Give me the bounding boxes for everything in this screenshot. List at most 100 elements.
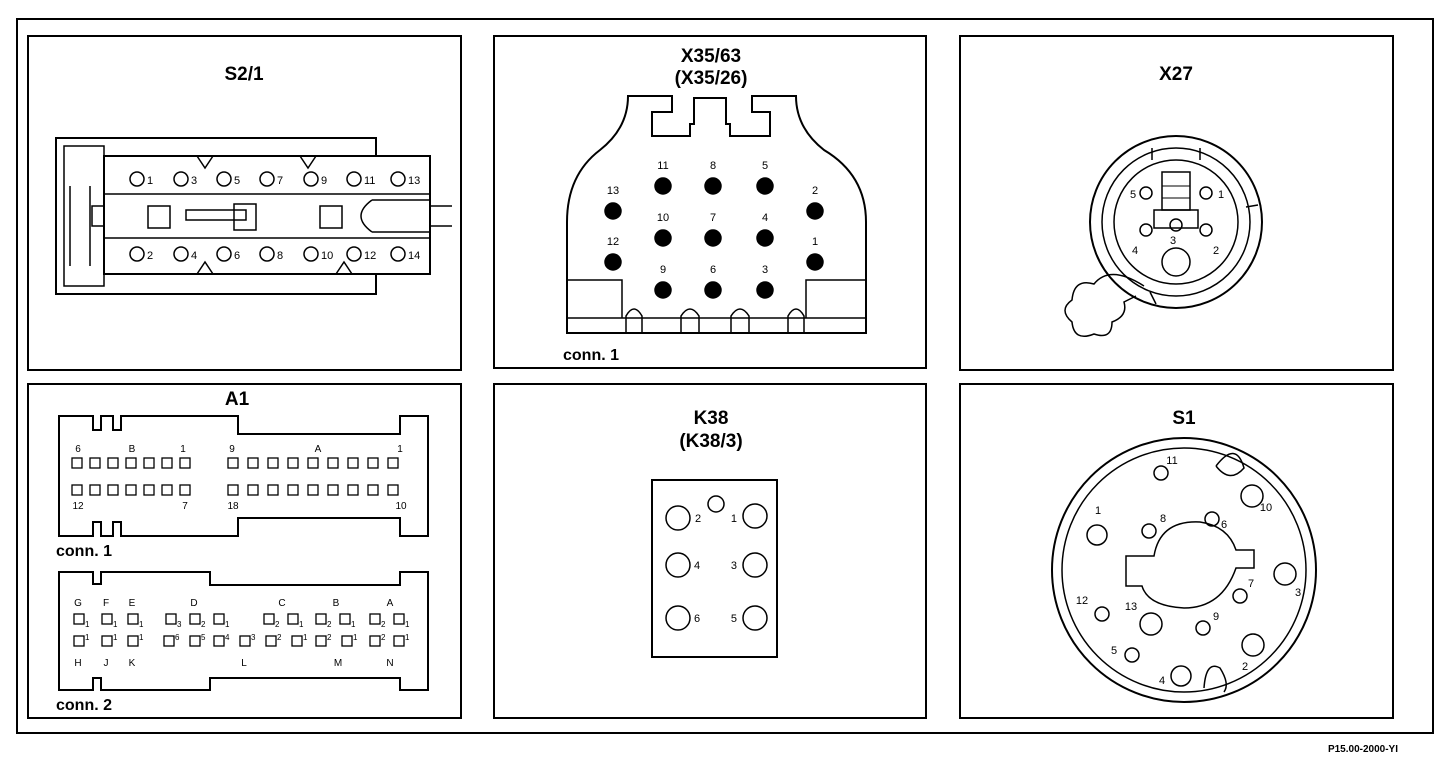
panel-frame xyxy=(27,35,462,371)
pin-hole xyxy=(173,246,189,262)
round-connector-body xyxy=(1064,135,1263,337)
pin-socket xyxy=(267,457,279,469)
pin-socket xyxy=(161,457,173,469)
row-letter: B xyxy=(333,598,340,609)
pin-label: 12 xyxy=(607,236,619,248)
pin-label: 1 xyxy=(731,513,737,525)
pin-socket xyxy=(291,635,303,647)
pin-sub-label: 1 xyxy=(405,633,410,642)
panel-title: A1 xyxy=(225,389,250,410)
pin-label: 3 xyxy=(762,264,768,276)
pin-socket xyxy=(307,457,319,469)
pin-socket xyxy=(189,635,201,647)
pin-label: 4 xyxy=(762,212,768,224)
pin-hole xyxy=(1139,186,1153,200)
pin-socket xyxy=(247,484,259,496)
pin-label: 10 xyxy=(321,250,333,262)
relay-pin xyxy=(742,605,768,631)
pin-label: 2 xyxy=(147,250,153,262)
row-letter: G xyxy=(74,598,82,609)
pin-contact xyxy=(1170,665,1192,687)
pin-sub-label: 2 xyxy=(327,633,332,642)
pin-socket xyxy=(127,635,139,647)
pin-label: 3 xyxy=(191,175,197,187)
pin-socket xyxy=(367,484,379,496)
pin-hole xyxy=(303,246,319,262)
panel-frame xyxy=(493,35,927,369)
pin-socket xyxy=(347,484,359,496)
pin-socket xyxy=(315,613,327,625)
conn1-label: A xyxy=(315,444,322,455)
pin-socket xyxy=(327,484,339,496)
a1-conn2-outline xyxy=(58,571,429,691)
pin-label: 2 xyxy=(695,513,701,525)
pin-hole xyxy=(129,246,145,262)
pin-sub-label: 2 xyxy=(381,633,386,642)
pin-contact xyxy=(1273,562,1297,586)
pin-socket xyxy=(165,613,177,625)
pin-contact xyxy=(806,202,824,220)
pin-label: 11 xyxy=(1166,455,1177,467)
pin-sub-label: 1 xyxy=(113,620,118,629)
pin-contact xyxy=(654,229,672,247)
pin-hole xyxy=(390,171,406,187)
pin-socket xyxy=(89,484,101,496)
pin-label: 1 xyxy=(147,175,153,187)
pin-socket xyxy=(71,484,83,496)
pin-contact xyxy=(806,253,824,271)
pin-contact xyxy=(756,281,774,299)
pin-socket xyxy=(263,613,275,625)
pin-label: 7 xyxy=(277,175,283,187)
pin-hole xyxy=(346,246,362,262)
pin-label: 1 xyxy=(1095,505,1101,517)
conn1-label: 18 xyxy=(227,501,239,512)
conn-caption: conn. 1 xyxy=(563,347,619,364)
panel-frame xyxy=(959,383,1394,719)
row-letter: J xyxy=(104,658,109,669)
pin-label: 10 xyxy=(657,212,669,224)
pin-socket xyxy=(179,484,191,496)
pin-sub-label: 1 xyxy=(299,620,304,629)
pin-sub-label: 1 xyxy=(113,633,118,642)
pin-label: 8 xyxy=(277,250,283,262)
connector-outline xyxy=(566,95,867,334)
pin-label: 4 xyxy=(1159,675,1165,687)
pin-hole xyxy=(129,171,145,187)
pin-contact xyxy=(1195,620,1211,636)
pin-socket xyxy=(107,457,119,469)
pin-socket xyxy=(347,457,359,469)
figure-reference: P15.00-2000-YI xyxy=(1328,744,1398,755)
relay-pin xyxy=(742,552,768,578)
pin-socket xyxy=(179,457,191,469)
pin-socket xyxy=(287,613,299,625)
relay-pin xyxy=(742,503,768,529)
pin-label: 9 xyxy=(1213,611,1219,623)
pin-sub-label: 5 xyxy=(201,633,206,642)
pin-socket xyxy=(73,635,85,647)
pin-sub-label: 1 xyxy=(405,620,410,629)
pin-label: 3 xyxy=(731,560,737,572)
relay-base xyxy=(651,479,778,658)
pin-label: 2 xyxy=(1213,245,1219,257)
pin-label: 7 xyxy=(710,212,716,224)
relay-pin xyxy=(665,505,691,531)
pin-socket xyxy=(143,457,155,469)
pin-hole xyxy=(303,171,319,187)
panel-title: S1 xyxy=(1172,408,1196,429)
panel-subtitle: (X35/26) xyxy=(675,68,748,89)
pin-hole xyxy=(259,171,275,187)
panel-frame xyxy=(959,35,1394,371)
conn1-label: 9 xyxy=(229,444,235,455)
pin-label: 3 xyxy=(1170,235,1176,247)
pin-socket xyxy=(127,613,139,625)
pin-label: 6 xyxy=(710,264,716,276)
pin-label: 9 xyxy=(321,175,327,187)
pin-contact xyxy=(704,229,722,247)
